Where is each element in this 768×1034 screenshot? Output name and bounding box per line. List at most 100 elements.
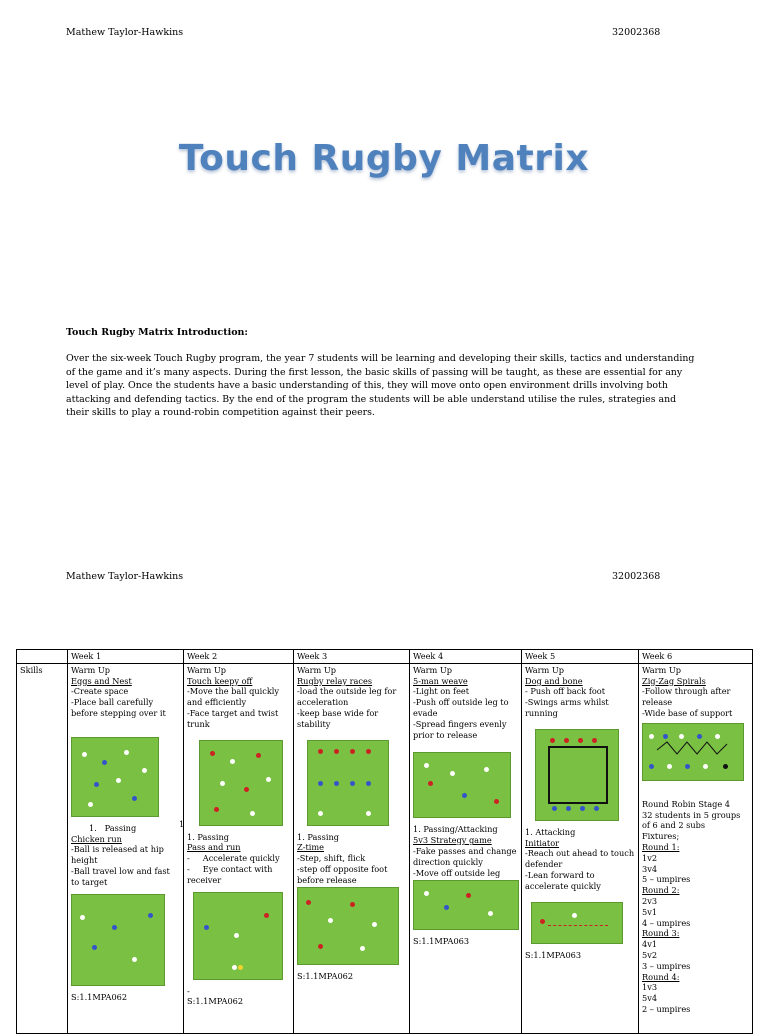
week2-cell: Warm Up Touch keepy off -Move the ball q… [183, 662, 294, 1034]
drill-name: Eggs and Nest [71, 675, 132, 686]
curriculum-code: S:1.1MPA062 [71, 991, 128, 1002]
table-header-row: Week 1 Week 2 Week 3 Week 4 Week 5 Week … [16, 649, 753, 664]
page2-header-id: 32002368 [612, 571, 661, 582]
row-label: Skills [16, 662, 68, 1034]
week-header: Week 1 [67, 649, 184, 664]
drill-name: Rugby relay races [297, 675, 373, 686]
drill-diagram-image [199, 739, 283, 826]
section-label: 1. Passing/Attacking [413, 824, 498, 835]
drill-point: -Place ball carefully before stepping ov… [71, 697, 166, 718]
week-header: Week 2 [183, 649, 294, 664]
drill-point: -Reach out ahead to touch defender [525, 848, 635, 870]
drill-point: -Spread fingers evenly prior to release [413, 718, 507, 740]
drill-point: -Move the ball quickly and efficiently [187, 686, 280, 708]
round-label: Round 1: [642, 841, 680, 852]
fixture: 5v1 [642, 906, 658, 917]
warm-up-label: Warm Up [525, 664, 565, 675]
drill-point: - Eye contact with receiver [187, 863, 273, 885]
drill-point: -step off opposite foot before release [297, 863, 388, 885]
warm-up-label: Warm Up [71, 664, 111, 675]
fixture: 3 – umpires [642, 960, 691, 971]
fixture: 5v4 [642, 993, 658, 1004]
round-label: Round 4: [642, 971, 680, 982]
drill-point: -Move off outside leg [413, 867, 501, 878]
fixture: 5 – umpires [642, 874, 691, 885]
week6-cell: Warm Up Zig-Zag Spirals -Follow through … [638, 662, 753, 1034]
week-header: Week 5 [521, 649, 639, 664]
drill-point: -Lean forward to accelerate quickly [525, 869, 601, 891]
warm-up-label: Warm Up [642, 664, 682, 675]
drill-name: 5v3 Strategy game [413, 835, 492, 846]
week-header: Week 4 [409, 649, 522, 664]
drill-name: Touch keepy off [187, 675, 253, 686]
week1-cell: Warm Up Eggs and Nest -Create space -Pla… [67, 662, 184, 1034]
fixture: 2v3 [642, 895, 658, 906]
drill-diagram-image [413, 752, 511, 819]
drill-name: Pass and run [187, 842, 241, 853]
intro-paragraph: Over the six-week Touch Rugby program, t… [66, 353, 695, 419]
drill-point: -Wide base of support [642, 707, 733, 718]
drill-point: -load the outside leg for acceleration [297, 686, 397, 708]
curriculum-code: S:1.1MPA062 [187, 996, 244, 1007]
drill-name: Initiator [525, 837, 560, 848]
dash-mark: - [187, 985, 190, 996]
drill-name: Chicken run [71, 833, 122, 844]
header-author: Mathew Taylor-Hawkins [66, 27, 184, 38]
drill-diagram-image [307, 739, 389, 826]
week-header: Week 6 [638, 649, 753, 664]
drill-name: Dog and bone [525, 675, 583, 686]
drill-diagram-image [413, 880, 519, 931]
section-label: Passing [104, 822, 137, 833]
round-robin-title: Round Robin Stage 4 [642, 798, 730, 809]
fixture: 4 – umpires [642, 917, 691, 928]
drill-point: -Face target and twist trunk [187, 707, 279, 729]
drill-name: Z-time [297, 842, 324, 853]
round-label: Round 3: [642, 928, 680, 939]
drill-point: -Ball travel low and fast to target [71, 865, 170, 887]
section-label: 1. Passing [297, 831, 339, 842]
drill-name: Zig-Zag Spirals [642, 675, 706, 686]
curriculum-code: S:1.1MPA062 [297, 970, 354, 981]
drill-diagram-image [71, 893, 165, 986]
drill-point: -Swings arms whilst running [525, 697, 609, 718]
page2-header-author: Mathew Taylor-Hawkins [66, 571, 184, 582]
document-title: Touch Rugby Matrix [178, 138, 590, 179]
drill-diagram-image [642, 722, 744, 781]
week-header: Week 3 [293, 649, 410, 664]
drill-point: -Create space [71, 686, 129, 697]
drill-point: -Follow through after release [642, 686, 731, 708]
drill-diagram-image [71, 736, 159, 817]
drill-point: - Accelerate quickly [187, 853, 280, 864]
warm-up-label: Warm Up [297, 664, 337, 675]
week5-cell: Warm Up Dog and bone - Push off back foo… [521, 662, 639, 1034]
matrix-table: Week 1 Week 2 Week 3 Week 4 Week 5 Week … [16, 649, 753, 1034]
round-robin-detail: 32 students in 5 groups of 6 and 2 subs [642, 809, 741, 831]
fixture: 4v1 [642, 939, 658, 950]
drill-name: 5-man weave [413, 675, 468, 686]
warm-up-label: Warm Up [187, 664, 227, 675]
drill-point: -keep base wide for stability [297, 707, 379, 729]
fixture: 1v3 [642, 982, 658, 993]
fixtures-label: Fixtures; [642, 831, 680, 842]
drill-diagram-image [297, 886, 399, 965]
corner-cell [16, 649, 68, 664]
fixture: 2 – umpires [642, 1003, 691, 1014]
drill-point: -Fake passes and change direction quickl… [413, 845, 517, 867]
list-number: 1. [89, 822, 97, 833]
drill-diagram-image [531, 901, 623, 944]
section-label: 1. Attacking [525, 826, 576, 837]
fixture: 5v2 [642, 949, 658, 960]
round-label: Round 2: [642, 885, 680, 896]
fixture: 3v4 [642, 863, 658, 874]
fixture: 1v2 [642, 852, 658, 863]
section-label: 1. Passing [187, 831, 229, 842]
curriculum-code: S:1.1MPA063 [413, 936, 470, 947]
stray-number: 1 [179, 819, 185, 829]
week3-cell: Warm Up Rugby relay races -load the outs… [293, 662, 410, 1034]
drill-point: -Step, shift, flick [297, 853, 366, 864]
drill-diagram-image [535, 728, 619, 821]
warm-up-label: Warm Up [413, 664, 453, 675]
intro-heading: Touch Rugby Matrix Introduction: [66, 327, 248, 338]
drill-point: - Push off back foot [525, 686, 606, 697]
drill-point: -Ball is released at hip height [71, 844, 164, 866]
